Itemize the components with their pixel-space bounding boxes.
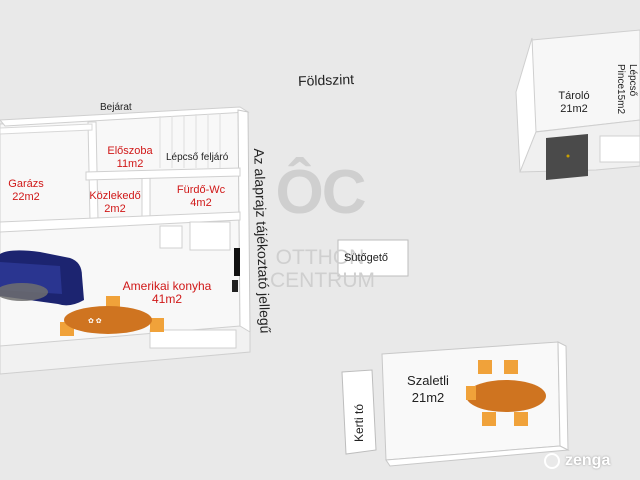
svg-text:✿ ✿: ✿ ✿ xyxy=(88,318,102,325)
watermark-line2: CENTRUM xyxy=(270,269,375,292)
gazebo-name: Szaletli xyxy=(407,373,449,388)
kitchen-name: Amerikai konyha xyxy=(122,279,212,293)
corridor-name: Közlekedő xyxy=(89,190,141,202)
entrance-label: Bejárat xyxy=(100,102,132,113)
zenga-logo: zenga xyxy=(544,450,610,472)
storage-area: 21m2 xyxy=(560,103,588,115)
zenga-icon xyxy=(544,453,560,469)
stair-steps xyxy=(159,113,221,168)
kitchen-area: 41m2 xyxy=(151,292,183,306)
watermark: ÔC OTTHON CENTRUM xyxy=(270,158,375,328)
gazebo-label: Szaletli 21m2 xyxy=(398,372,458,406)
bathroom-area: 4m2 xyxy=(190,197,212,209)
storage-label: Tároló 21m2 xyxy=(552,90,596,116)
door-right xyxy=(234,248,240,276)
stairs-label: Lépcső feljáró xyxy=(166,152,229,163)
watermark-monogram: ÔC xyxy=(275,158,367,227)
bbq-box xyxy=(337,239,409,277)
corridor-area: 2m2 xyxy=(104,203,126,215)
garage-name: Garázs xyxy=(8,178,44,190)
bathroom-name: Fürdő-Wc xyxy=(176,184,226,196)
hall-area: 11m2 xyxy=(116,158,144,170)
kitchen-cabinet xyxy=(189,221,231,251)
gazebo-wall xyxy=(557,341,569,451)
dining-set: ✿ ✿ xyxy=(60,296,164,336)
wall-garage-top xyxy=(0,123,93,135)
wall-horizontal-mid xyxy=(85,167,241,181)
gazebo-area: 21m2 xyxy=(411,390,445,405)
door-right-2 xyxy=(232,280,238,292)
garage-label: Garázs 22m2 xyxy=(2,178,50,204)
storage-name: Tároló xyxy=(558,90,590,102)
storage-window xyxy=(599,135,640,163)
floor-title: Földszint xyxy=(297,71,355,89)
garage-area: 22m2 xyxy=(12,191,40,203)
wall-horizontal-kitchen xyxy=(0,211,241,233)
pond-label: Kerti tó xyxy=(352,403,366,442)
coffee-table xyxy=(0,283,48,301)
pond xyxy=(341,369,377,455)
gazebo-wall-bottom xyxy=(385,445,570,467)
bbq-label: Sütőgető xyxy=(344,252,389,264)
bathroom-label: Fürdő-Wc 4m2 xyxy=(170,184,232,210)
cellar-label: Lépcső Pince15m2 xyxy=(615,64,638,115)
hall-name: Előszoba xyxy=(107,145,153,157)
hall-label: Előszoba 11m2 xyxy=(104,145,156,171)
kitchen-counter xyxy=(149,329,237,349)
outer-wall-right xyxy=(237,109,251,333)
kitchen-cabinet-2 xyxy=(159,225,183,249)
gazebo-table-set xyxy=(466,360,546,426)
zenga-logo-text: zenga xyxy=(565,452,611,469)
watermark-line1: OTTHON xyxy=(275,246,365,269)
corridor-label: Közlekedő 2m2 xyxy=(86,190,144,216)
kitchen-label: Amerikai konyha 41m2 xyxy=(112,280,222,306)
